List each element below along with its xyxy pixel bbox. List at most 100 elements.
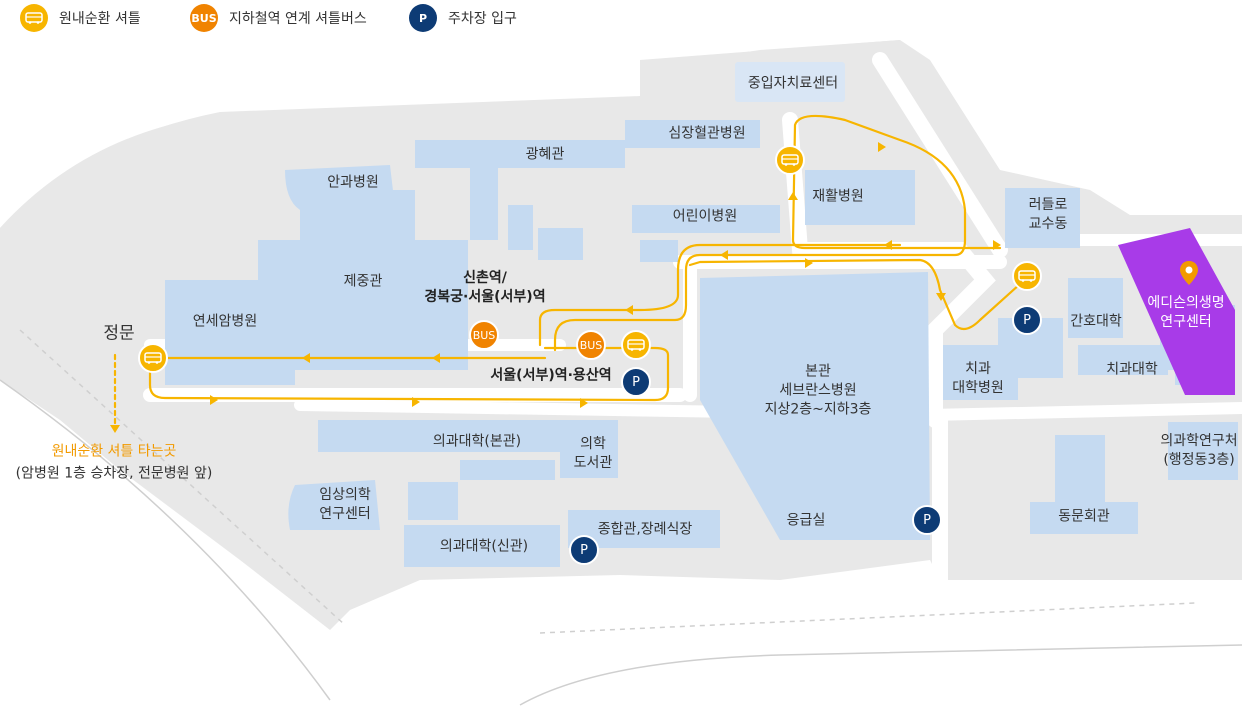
label-edison: 에디슨의생명 연구센터 [1147, 295, 1225, 330]
arrow-11 [878, 142, 886, 152]
bldg-ganho [1068, 278, 1123, 338]
bldg-annex-b [538, 228, 583, 260]
label-yonsei-cancer: 연세암병원 [192, 313, 258, 330]
label-jaehwal: 재활병원 [812, 188, 864, 205]
label-angwa: 안과병원 [327, 174, 379, 191]
bldg-jungib [735, 62, 845, 102]
street-line-2 [519, 644, 1242, 706]
shuttle-route [113, 114, 1032, 427]
label-jejung: 제중관 [343, 273, 383, 290]
label-bongwan: 본관 세브란스병원 지상2층~지하3층 [764, 363, 872, 418]
street-dash-2 [539, 602, 1196, 634]
bldg-uigwa-bongwan [318, 420, 568, 452]
parking-jonghap-icon[interactable]: P [569, 535, 599, 565]
label-jonghap: 종합관,장례식장 [597, 521, 693, 538]
bldg-eorini-annex [640, 240, 678, 262]
bldg-small-center [460, 460, 555, 480]
road-diagonal [872, 52, 1008, 258]
bus-stop-sinchon-icon[interactable]: BUS [469, 320, 499, 350]
arrow-3 [580, 398, 588, 408]
route-path-return [538, 243, 902, 347]
route-path-upper [553, 114, 1002, 352]
arrow-8 [805, 258, 813, 268]
label-simjang: 심장혈관병원 [668, 125, 746, 142]
parking-east-icon[interactable]: P [1012, 305, 1042, 335]
label-dongmun: 동문회관 [1058, 508, 1110, 525]
shuttle-stop-title: 원내순환 셔틀 타는곳 [51, 443, 177, 460]
legend-label-shuttle: 원내순환 셔틀 [59, 11, 141, 27]
label-jungib: 중입자치료센터 [747, 75, 839, 92]
label-uihak-library: 의학 도서관 [573, 436, 613, 471]
road-bottom [294, 399, 1242, 422]
parking-center-icon[interactable]: P [621, 367, 651, 397]
label-chigwa-univ: 치과대학 [1106, 361, 1158, 378]
legend-item-parking: P 주차장 입구 [409, 3, 517, 33]
bldg-gwanghye-tower [470, 165, 498, 240]
location-pin-icon [1179, 260, 1199, 286]
label-main-gate: 정문 [103, 323, 135, 344]
arrow-12 [936, 293, 946, 301]
label-eorini: 어린이병원 [672, 208, 738, 225]
street-dash-1 [19, 329, 346, 626]
arrow-2 [412, 397, 420, 407]
route-path-lower [148, 346, 670, 402]
bldg-bongwan [700, 272, 930, 540]
bldg-dongmun [1030, 502, 1138, 534]
legend-item-shuttle: 원내순환 셔틀 [20, 3, 141, 33]
arrow-10 [788, 192, 798, 200]
bldg-gwanghye [415, 140, 625, 168]
arrow-9 [884, 240, 892, 250]
label-sinchon-station: 신촌역/ 경복궁·서울(서부)역 [424, 270, 546, 305]
shuttle-stop-east-icon[interactable] [1012, 261, 1042, 291]
bus-icon: BUS [190, 4, 218, 32]
arrow-5 [302, 353, 310, 363]
label-uigwa-research: 의과학연구처 (행정동3층) [1160, 433, 1238, 468]
legend-item-bus: BUS 지하철역 연계 셔틀버스 [190, 3, 367, 33]
parking-icon: P [409, 4, 437, 32]
shuttle-stop-center-icon[interactable] [621, 330, 651, 360]
parking-emergency-icon[interactable]: P [912, 505, 942, 535]
label-ganho: 간호대학 [1070, 313, 1122, 330]
bldg-imsang [288, 480, 380, 530]
bldg-uigwa-singwan [404, 525, 560, 567]
bldg-simjang [625, 120, 760, 148]
shuttle-icon [20, 4, 48, 32]
label-russell: 러들로 교수동 [1028, 197, 1068, 232]
arrow-7 [720, 250, 728, 260]
legend-label-bus: 지하철역 연계 셔틀버스 [229, 11, 367, 27]
arrow-1 [210, 395, 218, 405]
label-emergency: 응급실 [786, 512, 826, 529]
label-uigwa-singwan: 의과대학(신관) [439, 538, 529, 555]
route-path-west [688, 258, 1032, 331]
label-chigwa-hosp: 치과 대학병원 [952, 361, 1004, 396]
arrow-6 [625, 305, 633, 315]
shuttle-stop-detail: (암병원 1층 승차장, 전문병원 앞) [15, 465, 213, 482]
arrow-14 [110, 425, 120, 433]
bldg-dongmun-tower [1055, 435, 1105, 505]
bldg-uihak-library [560, 420, 618, 478]
label-imsang: 임상의학 연구센터 [319, 487, 371, 522]
bldg-edison [1118, 228, 1235, 395]
legend-label-parking: 주차장 입구 [448, 11, 517, 27]
shuttle-stop-rehab-icon[interactable] [775, 145, 805, 175]
bldg-jaehwal [805, 170, 915, 225]
shuttle-stop-gate-icon[interactable] [138, 343, 168, 373]
arrow-4 [432, 353, 440, 363]
bldg-chigwa-univ [1078, 345, 1168, 375]
buildings [165, 62, 1238, 567]
bldg-eorini [632, 205, 780, 233]
bldg-russell [1005, 188, 1080, 248]
road-right-loop [782, 112, 996, 428]
bldg-midblock [408, 482, 458, 520]
bldg-jejung-left [300, 190, 415, 245]
label-seoul-yongsan-station: 서울(서부)역·용산역 [490, 367, 612, 384]
street-line-1 [0, 379, 331, 701]
bldg-annex-a [508, 205, 533, 250]
bldg-yonsei-cancer [165, 280, 295, 385]
street-lines [0, 329, 1242, 706]
route-arrows [110, 142, 1001, 433]
bus-stop-seoul-icon[interactable]: BUS [576, 330, 606, 360]
label-gwanghye: 광혜관 [525, 146, 565, 163]
arrow-13 [993, 240, 1001, 250]
